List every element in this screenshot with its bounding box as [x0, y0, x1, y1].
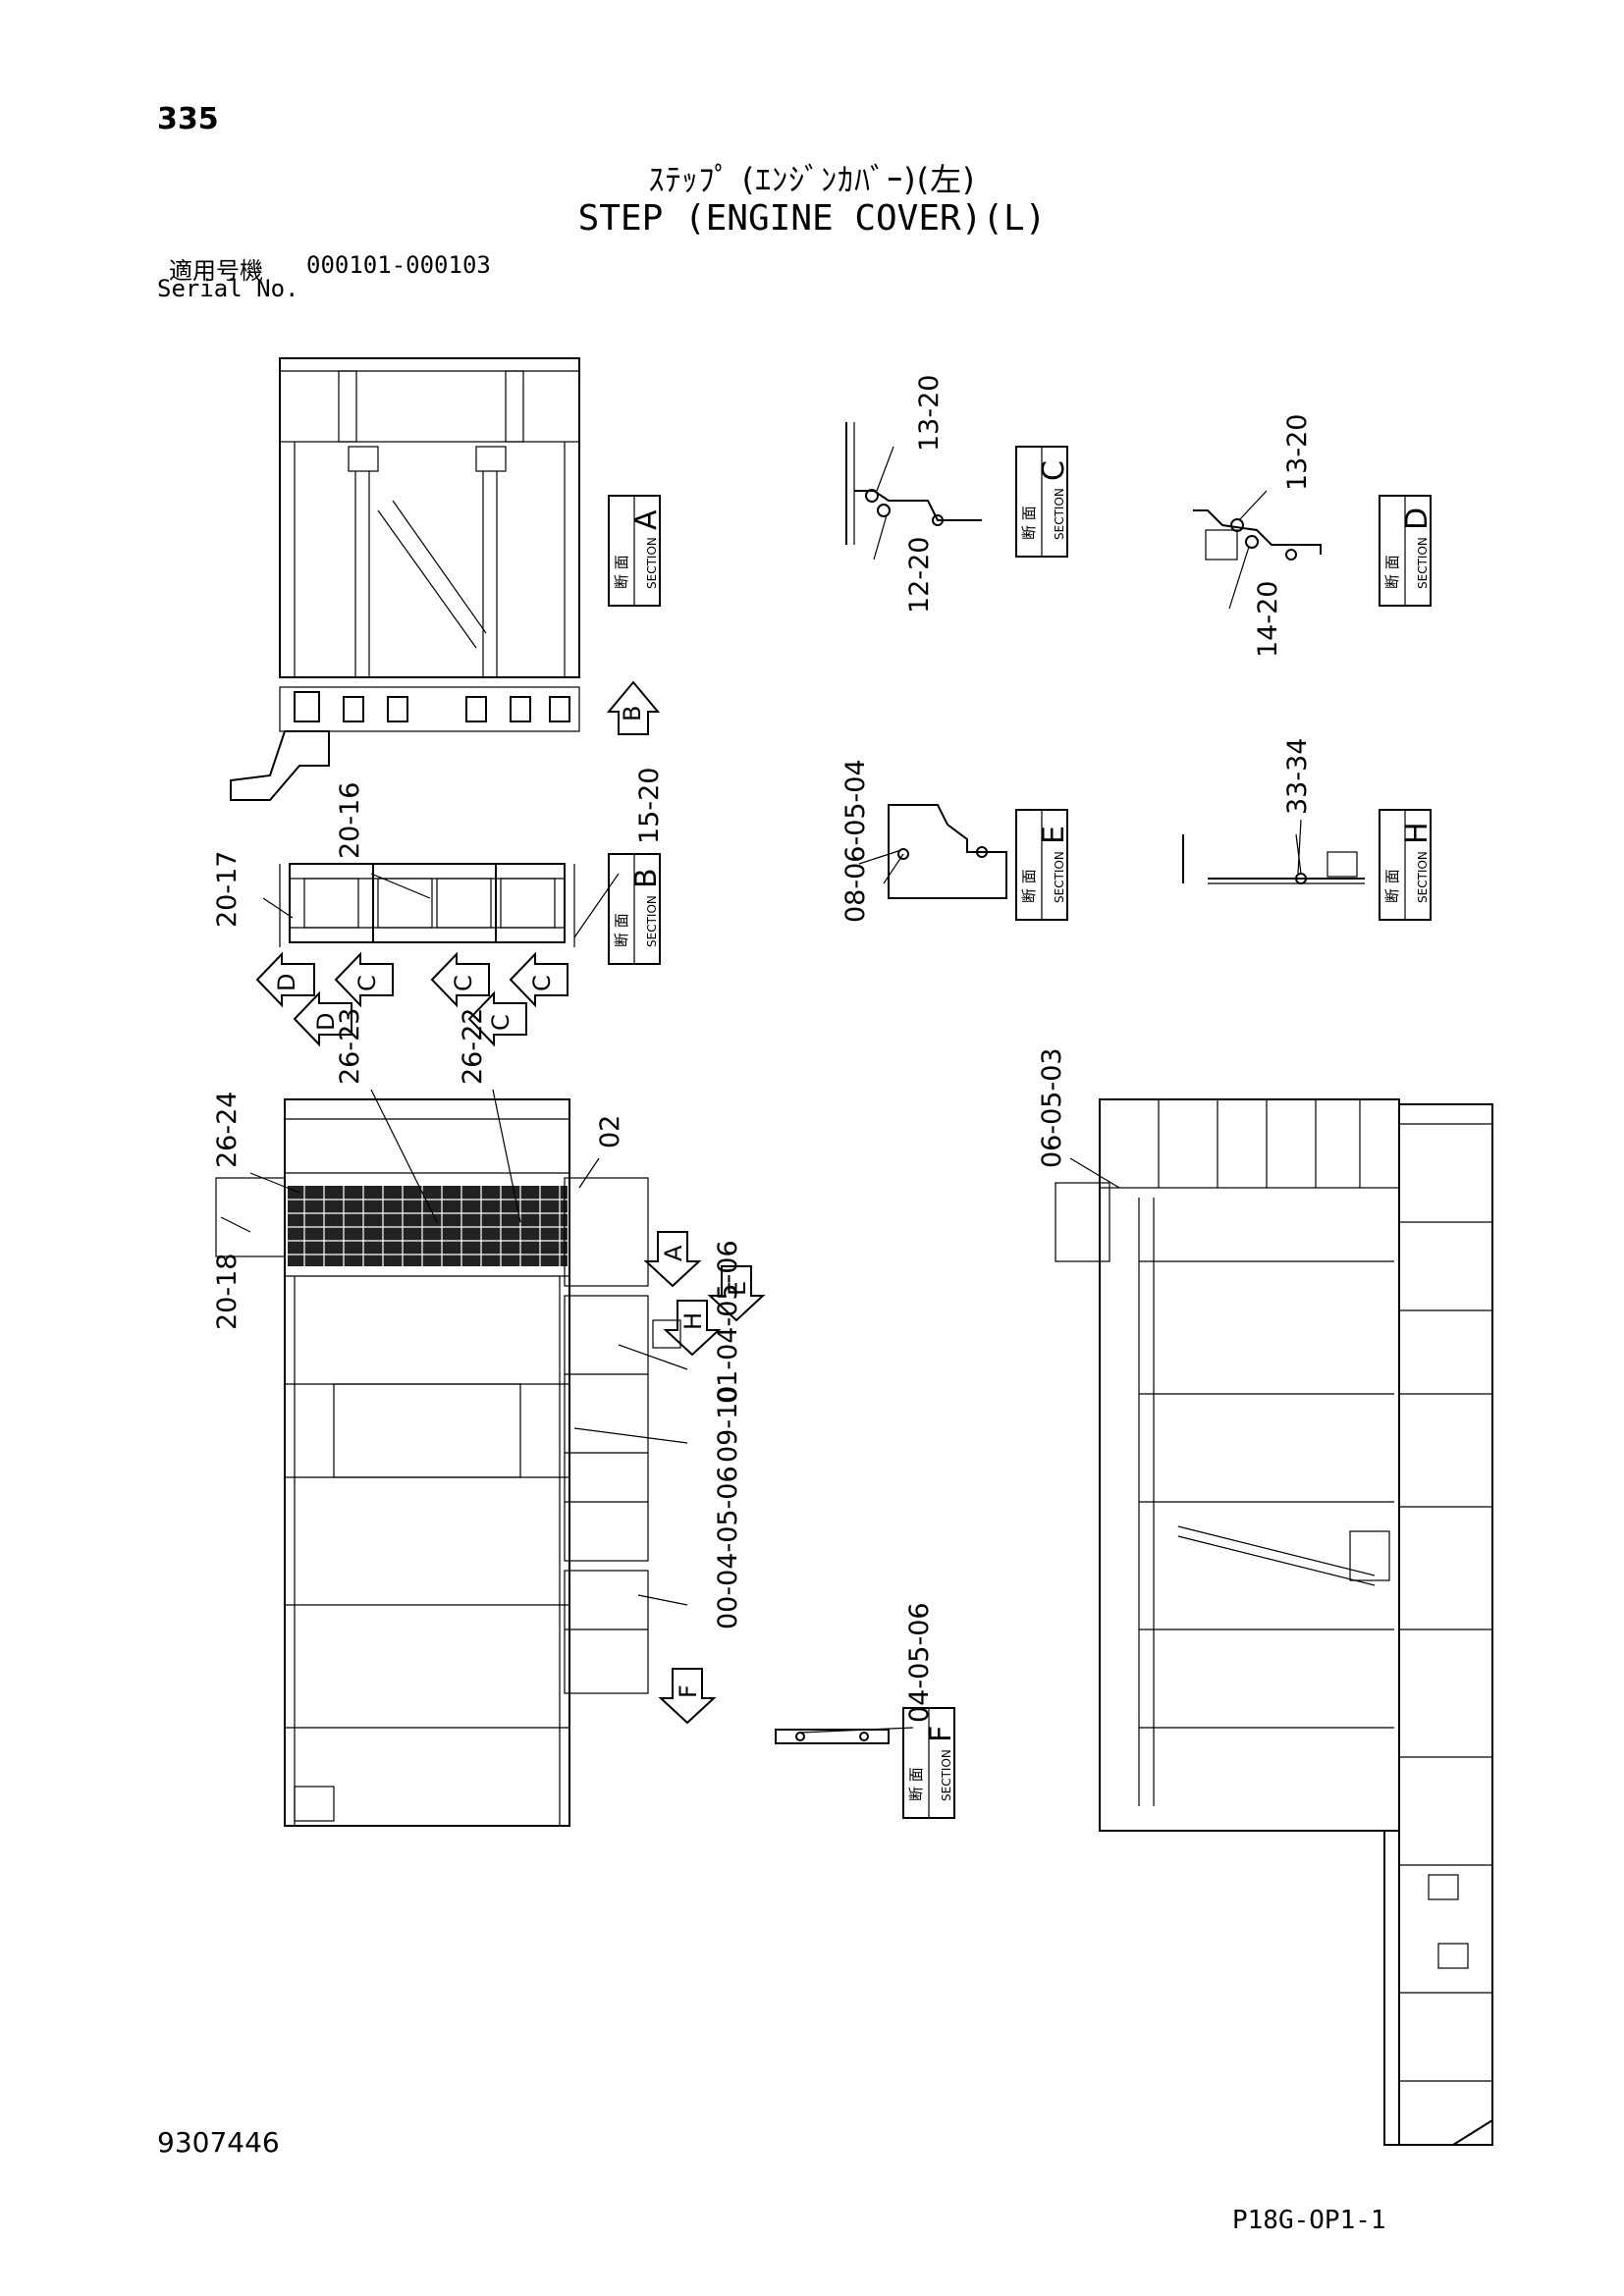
section-box-h: 断 面 SECTION H [1379, 809, 1435, 921]
view-arrow-c-2: C [430, 951, 490, 1008]
svg-text:A: A [629, 509, 664, 530]
section-c-detail [845, 422, 982, 561]
svg-text:断 面: 断 面 [907, 1767, 925, 1801]
svg-text:E: E [724, 1281, 751, 1296]
view-arrow-h: H [663, 1300, 722, 1357]
svg-text:A: A [660, 1245, 687, 1261]
serial-label-japanese: 適用号機 [169, 257, 263, 285]
svg-text:SECTION: SECTION [1416, 851, 1430, 903]
serial-label-english: Serial No. [157, 275, 299, 302]
main-plan-view [215, 1098, 681, 1827]
view-arrow-d-1: D [255, 951, 315, 1008]
svg-text:D: D [312, 1013, 340, 1031]
section-box-e: 断 面 SECTION E [1015, 809, 1071, 921]
section-f-detail [775, 1729, 890, 1744]
section-box-f: 断 面 SECTION F [902, 1707, 958, 1819]
svg-text:F: F [924, 1726, 958, 1742]
section-box-b: 断 面 SECTION B [608, 853, 664, 965]
section-box-a: 断 面 SECTION A [608, 495, 664, 607]
side-elevation-view [1055, 1098, 1493, 2146]
callout-13-20-d: 13-20 [1282, 414, 1313, 491]
svg-text:断 面: 断 面 [1020, 506, 1038, 540]
callout-12-20: 12-20 [904, 537, 935, 614]
svg-text:SECTION: SECTION [1416, 537, 1430, 589]
callout-04-05-06: 04-05-06 [904, 1602, 935, 1723]
section-d-detail [1193, 490, 1322, 610]
view-arrow-c-4: C [509, 951, 568, 1008]
svg-text:断 面: 断 面 [613, 913, 630, 947]
callout-09-10: 09-10 [713, 1386, 743, 1463]
view-arrow-a: A [643, 1231, 702, 1288]
view-arrow-c-3: C [467, 990, 527, 1047]
svg-text:C: C [353, 975, 381, 991]
view-a-drawing [230, 357, 580, 801]
view-arrow-c-1: C [334, 951, 394, 1008]
svg-text:SECTION: SECTION [1053, 851, 1066, 903]
callout-20-18: 20-18 [212, 1254, 243, 1330]
part-callouts: 13-20 12-20 13-20 14-20 20-16 15-20 20-1… [212, 375, 1313, 1723]
svg-text:B: B [619, 706, 646, 721]
view-arrow-d-2: D [293, 990, 352, 1047]
svg-text:D: D [1400, 507, 1435, 530]
section-box-d: 断 面 SECTION D [1379, 495, 1435, 607]
page-code: P18G-OP1-1 [1232, 2206, 1386, 2235]
svg-text:C: C [528, 975, 556, 991]
svg-text:B: B [629, 868, 664, 888]
svg-text:F: F [675, 1684, 702, 1698]
callout-02: 02 [595, 1115, 625, 1148]
callout-06-05-03: 06-05-03 [1037, 1047, 1067, 1168]
view-arrow-e: E [707, 1265, 766, 1322]
title-japanese: ｽﾃｯﾌﾟ (ｴﾝｼﾞﾝｶﾊﾞｰ)(左) [648, 161, 976, 198]
callout-26-23: 26-23 [335, 1008, 365, 1085]
svg-text:D: D [273, 974, 300, 991]
svg-text:SECTION: SECTION [645, 895, 659, 947]
callout-26-24: 26-24 [212, 1092, 243, 1168]
page-number: 335 [157, 102, 219, 136]
svg-text:C: C [487, 1014, 514, 1031]
svg-text:H: H [679, 1312, 707, 1330]
section-box-c: 断 面 SECTION C [1015, 446, 1071, 558]
svg-text:SECTION: SECTION [645, 537, 659, 589]
svg-text:断 面: 断 面 [1383, 869, 1401, 903]
callout-13-20-c: 13-20 [914, 375, 945, 452]
serial-range: 000101-000103 [306, 251, 491, 279]
leader-lines [220, 819, 1302, 1734]
callout-20-16: 20-16 [335, 782, 365, 859]
svg-text:C: C [1037, 460, 1071, 481]
callout-01-04-05-06: 01-04-05-06 [713, 1240, 743, 1404]
svg-text:H: H [1400, 822, 1435, 844]
callout-00-04-05-06: 00-04-05-06 [713, 1466, 743, 1629]
svg-text:C: C [450, 975, 477, 991]
section-e-detail [883, 804, 1007, 899]
callout-20-17: 20-17 [212, 851, 243, 928]
svg-text:E: E [1037, 826, 1071, 844]
svg-text:断 面: 断 面 [613, 555, 630, 589]
svg-text:断 面: 断 面 [1020, 869, 1038, 903]
callout-26-22: 26-22 [458, 1008, 488, 1085]
view-arrow-f: F [658, 1668, 717, 1725]
title-english: STEP (ENGINE COVER)(L) [577, 198, 1047, 239]
svg-text:断 面: 断 面 [1383, 555, 1401, 589]
callout-15-20: 15-20 [634, 768, 665, 844]
callout-14-20: 14-20 [1253, 581, 1283, 658]
section-h-detail [1182, 833, 1365, 884]
document-number: 9307446 [157, 2126, 280, 2159]
svg-text:SECTION: SECTION [1053, 488, 1066, 540]
svg-text:SECTION: SECTION [940, 1749, 953, 1801]
callout-33-34: 33-34 [1282, 738, 1313, 815]
view-arrow-b: B [606, 680, 661, 735]
callout-08-06-05-04: 08-06-05-04 [840, 759, 871, 923]
view-b-drawing [279, 863, 575, 947]
